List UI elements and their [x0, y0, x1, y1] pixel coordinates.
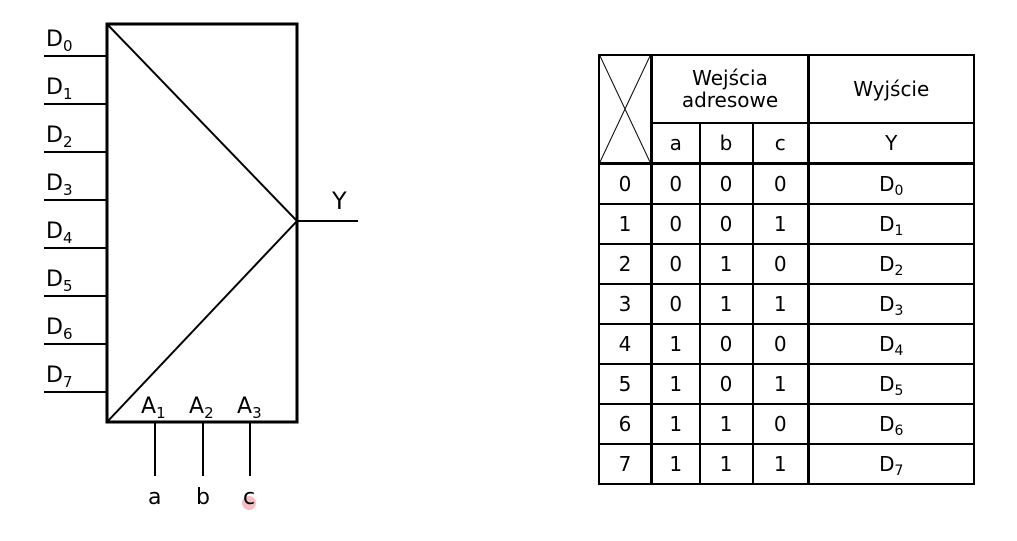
cell-b: 0 — [698, 322, 754, 365]
col-header-b: b — [698, 122, 754, 165]
cell-y: D1 — [807, 202, 975, 245]
table-row: 6 1 1 0 D6 — [598, 402, 975, 445]
table-row: 1 0 0 1 D1 — [598, 202, 975, 245]
cell-c: 1 — [751, 442, 810, 485]
row-index: 1 — [598, 202, 653, 245]
cell-a: 0 — [650, 162, 701, 205]
cell-y: D7 — [807, 442, 975, 485]
row-index: 6 — [598, 402, 653, 445]
highlight-dot — [242, 496, 256, 510]
cell-c: 1 — [751, 202, 810, 245]
label-a3: A3 — [237, 394, 262, 422]
cell-y: D3 — [807, 282, 975, 325]
cell-a: 1 — [650, 322, 701, 365]
signal-c-label: c — [243, 485, 256, 510]
label-d7: D7 — [46, 363, 73, 391]
label-d6: D6 — [46, 315, 73, 343]
cell-a: 1 — [650, 362, 701, 405]
table-row: 5 1 0 1 D5 — [598, 362, 975, 405]
row-index: 7 — [598, 442, 653, 485]
cell-y: D0 — [807, 162, 975, 205]
multiplexer-diagram — [44, 22, 358, 510]
col-header-y: Y — [807, 122, 975, 165]
cell-c: 0 — [751, 162, 810, 205]
signal-b-label: b — [196, 485, 210, 510]
output-y-label: Y — [332, 187, 347, 215]
row-index: 3 — [598, 282, 653, 325]
cell-b: 1 — [698, 442, 754, 485]
cell-c: 1 — [751, 362, 810, 405]
cell-y: D2 — [807, 242, 975, 285]
table-row: 7 1 1 1 D7 — [598, 442, 975, 485]
label-a1: A1 — [141, 394, 166, 422]
cell-c: 0 — [751, 322, 810, 365]
cell-a: 1 — [650, 402, 701, 445]
row-index: 4 — [598, 322, 653, 365]
row-index: 5 — [598, 362, 653, 405]
mux-body — [105, 22, 299, 424]
col-header-c: c — [751, 122, 810, 165]
cell-y: D4 — [807, 322, 975, 365]
corner-cell — [598, 54, 653, 165]
cell-b: 1 — [698, 402, 754, 445]
table-row: 3 0 1 1 D3 — [598, 282, 975, 325]
cell-a: 0 — [650, 202, 701, 245]
label-a2: A2 — [189, 394, 214, 422]
row-index: 2 — [598, 242, 653, 285]
cell-c: 1 — [751, 282, 810, 325]
address-lines — [154, 422, 251, 476]
label-d2: D2 — [46, 123, 73, 151]
cell-b: 1 — [698, 282, 754, 325]
table-subheader-row: a b c Y — [599, 122, 975, 165]
label-d1: D1 — [46, 75, 73, 103]
address-inputs-header: Wejścia adresowe — [650, 53, 810, 125]
data-input-lines — [44, 55, 107, 393]
cross-icon — [600, 56, 650, 162]
table-row: 4 1 0 0 D4 — [598, 322, 975, 365]
cell-b: 1 — [698, 242, 754, 285]
label-d0: D0 — [46, 27, 73, 55]
label-d3: D3 — [46, 171, 73, 199]
label-d4: D4 — [46, 219, 73, 247]
signal-a-label: a — [148, 485, 162, 510]
cell-a: 1 — [650, 442, 701, 485]
truth-table: Wejścia adresowe Wyjście a b c Y 0 0 0 0… — [598, 53, 975, 485]
cell-a: 0 — [650, 282, 701, 325]
cell-b: 0 — [698, 362, 754, 405]
cell-c: 0 — [751, 402, 810, 445]
cell-a: 0 — [650, 242, 701, 285]
cell-b: 0 — [698, 202, 754, 245]
cell-y: D6 — [807, 402, 975, 445]
cell-b: 0 — [698, 162, 754, 205]
label-d5: D5 — [46, 267, 73, 295]
col-header-a: a — [650, 122, 701, 165]
mux-triangle — [106, 23, 299, 423]
output-header: Wyjście — [807, 53, 975, 125]
table-row: 0 0 0 0 D0 — [598, 162, 975, 205]
cell-y: D5 — [807, 362, 975, 405]
table-row: 2 0 1 0 D2 — [598, 242, 975, 285]
row-index: 0 — [598, 162, 653, 205]
table-header-row: Wejścia adresowe Wyjście — [598, 53, 975, 165]
cell-c: 0 — [751, 242, 810, 285]
